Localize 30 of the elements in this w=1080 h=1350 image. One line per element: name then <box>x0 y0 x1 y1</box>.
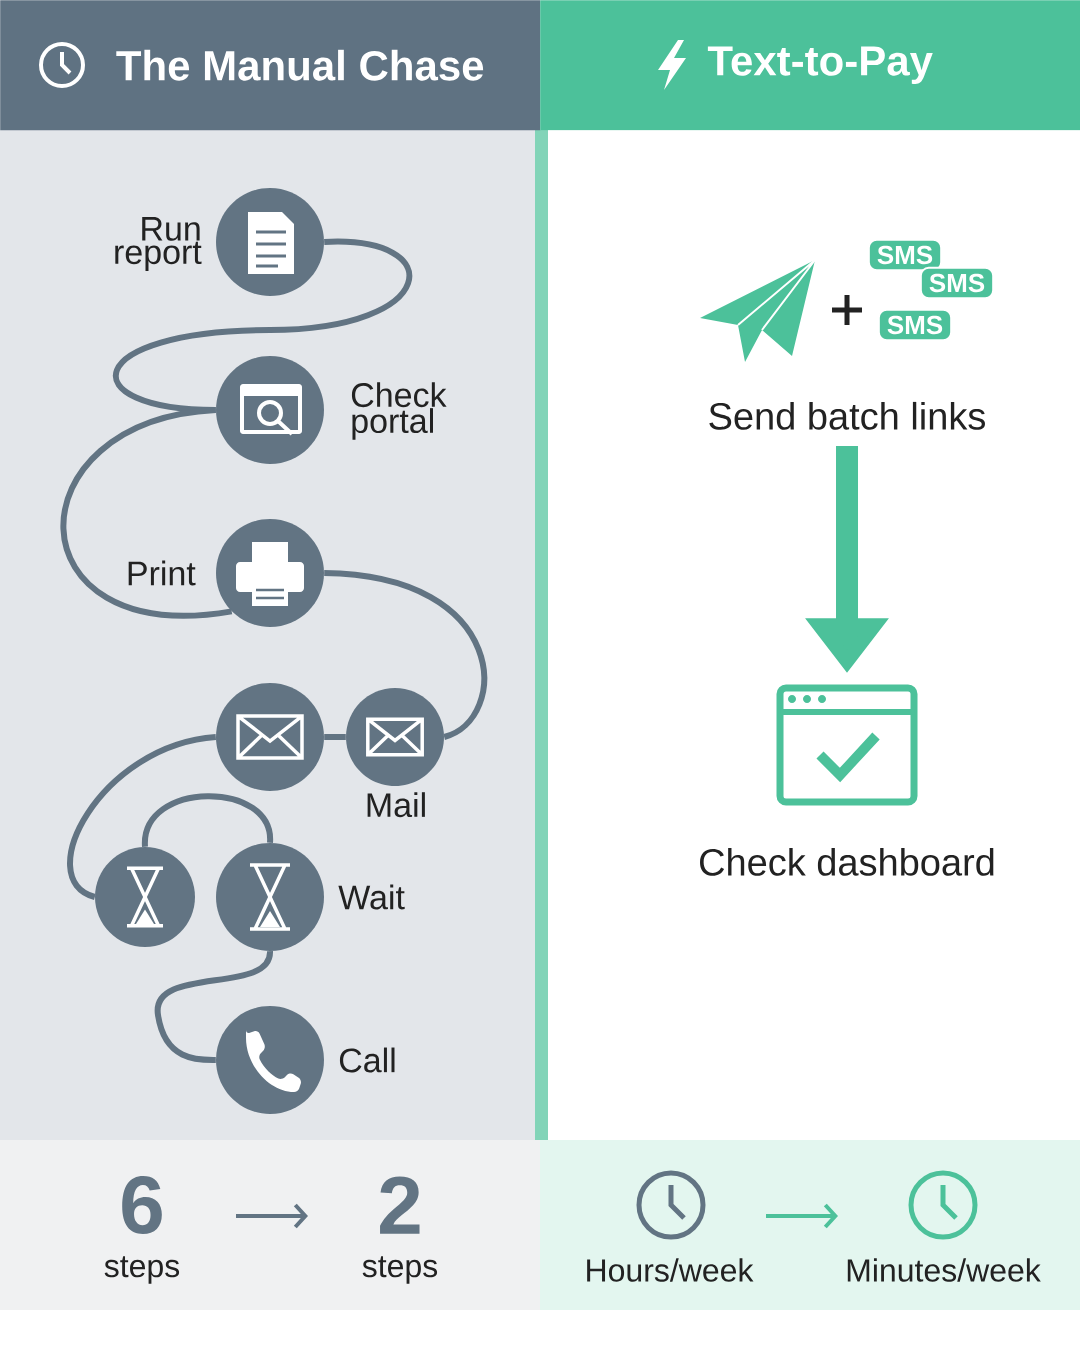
connector-line <box>113 239 412 413</box>
stat-caption: steps <box>104 1256 180 1284</box>
step-label: Run report <box>115 217 202 271</box>
step-label: Print <box>128 560 196 586</box>
connector-line <box>67 734 217 900</box>
stat-caption: Minutes/week <box>847 1258 1041 1282</box>
stat-caption: steps <box>362 1256 438 1284</box>
header-band: The Manual Chase <box>0 0 541 131</box>
step-label: Send batch links <box>709 401 985 430</box>
step-circle <box>346 688 444 786</box>
connector-line <box>142 793 273 848</box>
header-band: Text-to-Pay <box>540 0 1080 131</box>
step-label: Wait <box>338 884 405 910</box>
connector-line <box>60 407 232 619</box>
step-circle <box>216 843 324 951</box>
stat-number: 6 <box>122 1176 162 1235</box>
connector-line <box>323 570 487 740</box>
step-label: Call <box>339 1047 395 1073</box>
step-label: Check dashboard <box>700 847 994 876</box>
sms-bubble: SMS <box>867 238 943 272</box>
stat-caption: Hours/week <box>587 1258 754 1282</box>
step-circle <box>216 683 324 791</box>
step-label: Mail <box>367 792 425 818</box>
connector-line <box>324 734 346 740</box>
sms-bubble: SMS <box>877 308 953 342</box>
connector-line <box>155 950 273 1063</box>
sms-bubble: SMS <box>919 266 995 300</box>
step-circle <box>95 847 195 947</box>
stat-number: 2 <box>380 1176 420 1234</box>
step-label: Check portal <box>351 382 447 440</box>
